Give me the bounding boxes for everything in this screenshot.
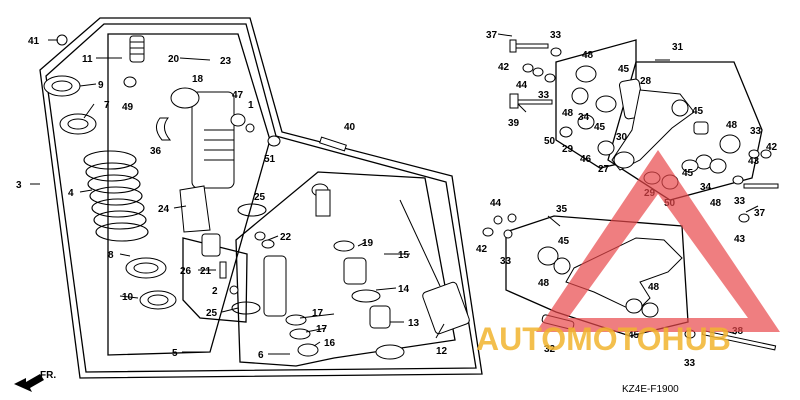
- callout-42-c: 42: [476, 244, 488, 255]
- callout-1: 1: [248, 100, 254, 111]
- callout-48-c: 48: [726, 120, 738, 131]
- diagram-code: KZ4E-F1900: [622, 384, 679, 395]
- callout-26: 26: [180, 266, 192, 277]
- callout-34-b: 34: [700, 182, 712, 193]
- shock-spring: [83, 150, 149, 242]
- callout-25-upper: 25: [254, 192, 266, 203]
- callout-9: 9: [98, 80, 104, 91]
- front-arrow-icon: [14, 374, 44, 392]
- callout-33-f: 33: [684, 358, 696, 369]
- callout-3: 3: [16, 180, 22, 191]
- callout-19: 19: [362, 238, 374, 249]
- callout-48-f: 48: [648, 282, 660, 293]
- callout-35: 35: [556, 204, 568, 215]
- callout-11: 11: [82, 54, 93, 65]
- callout-37-upper: 37: [486, 30, 498, 41]
- pro-link-components: [509, 39, 779, 223]
- callout-4: 4: [68, 188, 74, 199]
- watermark: AUTOMOTOHUB: [476, 150, 780, 357]
- callout-45-c: 45: [692, 106, 704, 117]
- damper-rod: [399, 199, 470, 335]
- damper-components: [254, 183, 405, 360]
- callout-36: 36: [150, 146, 162, 157]
- callout-8: 8: [108, 250, 114, 261]
- callout-32: 32: [544, 344, 556, 355]
- callout-42-a: 42: [498, 62, 510, 73]
- callout-51: 51: [264, 154, 276, 165]
- callout-48-d: 48: [710, 198, 722, 209]
- callout-45-d: 45: [682, 168, 694, 179]
- callout-47: 47: [232, 90, 244, 101]
- callout-40: 40: [344, 122, 356, 133]
- callout-33-d: 33: [734, 196, 746, 207]
- shock-absorber-body: [56, 34, 347, 295]
- callout-33-b: 33: [538, 90, 550, 101]
- callout-46: 46: [580, 154, 592, 165]
- callout-23: 23: [220, 56, 232, 67]
- callout-43-a: 43: [748, 156, 760, 167]
- callout-45-e: 45: [558, 236, 570, 247]
- callout-28: 28: [640, 76, 652, 87]
- callout-16: 16: [324, 338, 336, 349]
- callout-labels: 41 11 20 23 9 18 7 49 47 1 36 40 51 3 4 …: [16, 30, 778, 369]
- callout-21: 21: [200, 266, 212, 277]
- callout-10: 10: [122, 292, 134, 303]
- callout-20: 20: [168, 54, 180, 65]
- callout-2: 2: [212, 286, 218, 297]
- callout-27: 27: [598, 164, 610, 175]
- callout-45-a: 45: [618, 64, 630, 75]
- callout-24: 24: [158, 204, 170, 215]
- callout-12: 12: [436, 346, 448, 357]
- frame-outlines: [39, 17, 483, 379]
- callout-34: 34: [578, 112, 590, 123]
- callout-18: 18: [192, 74, 204, 85]
- callout-48-e: 48: [538, 278, 550, 289]
- callout-6: 6: [258, 350, 264, 361]
- callout-17-upper: 17: [312, 308, 324, 319]
- callout-25-lower: 25: [206, 308, 218, 319]
- callout-45-f: 45: [628, 330, 640, 341]
- callout-14: 14: [398, 284, 410, 295]
- callout-48-b: 48: [562, 108, 574, 119]
- callout-44-a: 44: [516, 80, 528, 91]
- callout-29-a: 29: [562, 144, 574, 155]
- callout-44-b: 44: [490, 198, 502, 209]
- front-label: FR.: [40, 370, 56, 381]
- watermark-triangle-icon: [536, 150, 780, 332]
- watermark-text: AUTOMOTOHUB: [476, 321, 731, 357]
- callout-49: 49: [122, 102, 134, 113]
- callout-48-a: 48: [582, 50, 594, 61]
- callout-17-lower: 17: [316, 324, 328, 335]
- left-rings: [43, 75, 267, 315]
- callout-33-a: 33: [550, 30, 562, 41]
- callout-43-b: 43: [734, 234, 746, 245]
- callout-15: 15: [398, 250, 410, 261]
- callout-41: 41: [28, 36, 40, 47]
- callout-30: 30: [616, 132, 628, 143]
- front-direction-marker: FR.: [14, 370, 56, 392]
- callout-45-b: 45: [594, 122, 606, 133]
- callout-42-b: 42: [766, 142, 778, 153]
- callout-7: 7: [104, 100, 110, 111]
- callout-5: 5: [172, 348, 178, 359]
- callout-13: 13: [408, 318, 420, 329]
- callout-31: 31: [672, 42, 684, 53]
- callout-33-e: 33: [500, 256, 512, 267]
- callout-33-c: 33: [750, 126, 762, 137]
- callout-50-a: 50: [544, 136, 556, 147]
- callout-22: 22: [280, 232, 292, 243]
- callout-39: 39: [508, 118, 520, 129]
- callout-37-lower: 37: [754, 208, 766, 219]
